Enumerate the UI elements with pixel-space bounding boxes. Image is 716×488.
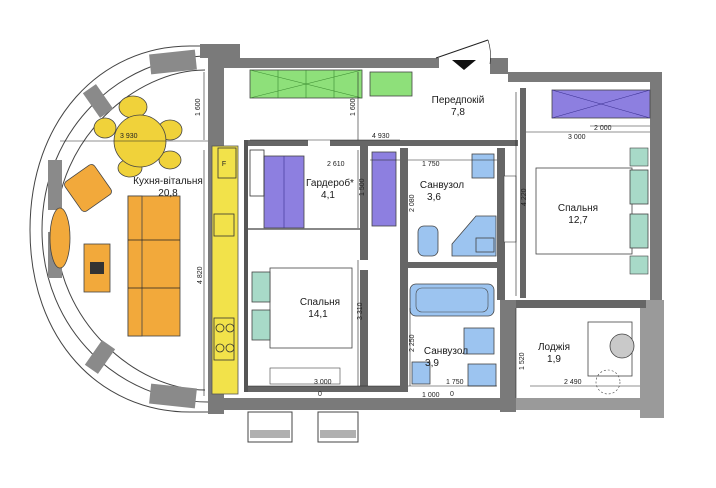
loggia-fixtures (587, 321, 635, 395)
dim-2080: 2 080 (409, 194, 416, 212)
bathroom1-fixtures (417, 153, 497, 257)
room-bath1-area: 3,6 (427, 192, 441, 203)
dim-3000-bottom: 3 000 (314, 379, 332, 386)
bedroom1-bed (251, 267, 353, 385)
dim-4820: 4 820 (197, 266, 204, 284)
dim-2490: 2 490 (564, 379, 582, 386)
room-bedroom2-area: 12,7 (568, 215, 588, 226)
bedroom2-furniture (503, 89, 651, 275)
hall-storage (249, 69, 413, 99)
sofa (127, 195, 181, 337)
wardrobe-shelves (249, 149, 397, 229)
room-kitchen-area: 20,8 (158, 188, 178, 199)
exterior-walls (29, 44, 664, 418)
dim-2250: 2 250 (409, 334, 416, 352)
dimension-lines (60, 72, 650, 398)
dim-4930: 4 930 (372, 133, 390, 140)
dim-1600-left: 1 600 (195, 98, 202, 116)
dim-1520: 1 520 (519, 352, 526, 370)
room-bedroom1-name: Спальня (300, 297, 340, 308)
room-bath2-area: 3,9 (425, 358, 439, 369)
room-wardrobe-area: 4,1 (321, 190, 335, 201)
room-bath1-name: Санвузол (420, 180, 464, 191)
entrance-door (435, 39, 491, 70)
room-loggia-area: 1,9 (547, 354, 561, 365)
dim-1750-top: 1 750 (422, 161, 440, 168)
dim-1000: 1 000 (422, 392, 440, 399)
kitchen-counter (211, 145, 239, 395)
coffee-table (49, 207, 111, 293)
balcony-stubs (247, 411, 359, 443)
armchair (64, 164, 112, 212)
dim-4220: 4 220 (521, 188, 528, 206)
dim-3000-top: 3 000 (568, 134, 586, 141)
dim-1500: 1 500 (359, 178, 366, 196)
fridge-label: F (222, 161, 226, 168)
room-kitchen-name: Кухня-вітальня (133, 176, 203, 187)
dim-zero-right: 0 (450, 391, 454, 398)
room-hall-area: 7,8 (451, 107, 465, 118)
dim-3310: 3 310 (357, 302, 364, 320)
dim-2000: 2 000 (594, 125, 612, 132)
room-bath2-name: Санвузол (424, 346, 468, 357)
room-wardrobe-name: Гардероб* (306, 177, 354, 189)
room-bedroom2-name: Спальня (558, 203, 598, 214)
dim-2610: 2 610 (327, 161, 345, 168)
room-hall-name: Передпокій (432, 95, 485, 106)
room-bedroom1-area: 14,1 (308, 309, 328, 320)
dim-1600-center: 1 600 (350, 98, 357, 116)
dim-3930: 3 930 (120, 133, 138, 140)
room-loggia-name: Лоджія (538, 342, 570, 353)
dim-1750-bottom: 1 750 (446, 379, 464, 386)
bathroom2-fixtures (409, 283, 497, 387)
dim-zero-left: 0 (318, 391, 322, 398)
